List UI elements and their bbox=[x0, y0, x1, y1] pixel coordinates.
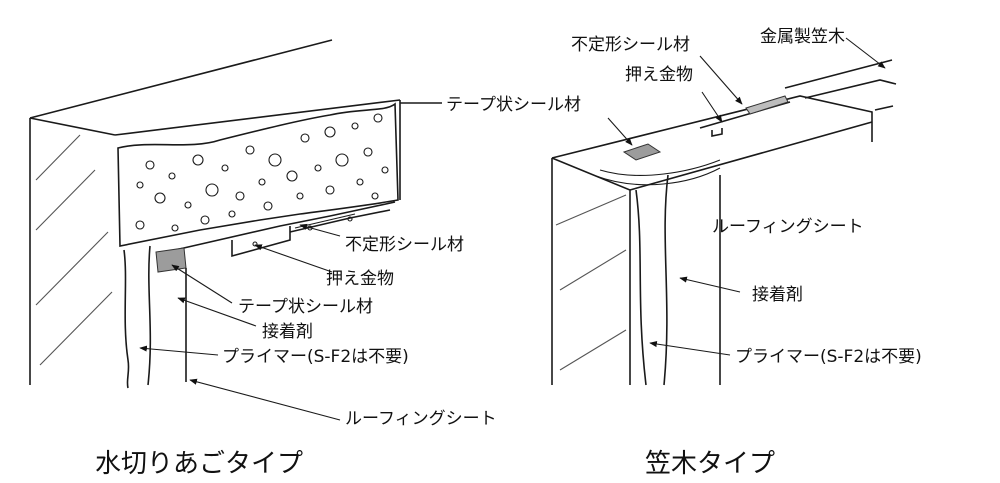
right-label-metal-coping: 金属製笠木 bbox=[760, 27, 845, 47]
right-figure-drawing bbox=[551, 59, 897, 386]
left-label-retainer: 押え金物 bbox=[326, 269, 394, 289]
left-label-primer: プライマー(S-F2は不要) bbox=[222, 347, 409, 367]
left-label-adhesive: 接着剤 bbox=[262, 322, 313, 342]
right-caption: 笠木タイプ bbox=[645, 449, 775, 479]
left-leader-lines bbox=[139, 102, 442, 421]
right-label-adhesive: 接着剤 bbox=[752, 285, 803, 305]
right-leader-lines bbox=[607, 37, 886, 356]
left-caption: 水切りあごタイプ bbox=[95, 449, 303, 479]
left-label-roofing-sheet: ルーフィングシート bbox=[345, 409, 497, 429]
left-label-sealant-tape-top: テープ状シール材 bbox=[446, 95, 581, 115]
left-figure-drawing bbox=[29, 39, 401, 389]
right-label-sealant-amorphous: 不定形シール材 bbox=[571, 35, 690, 55]
left-label-sealant-tape: テープ状シール材 bbox=[238, 297, 373, 317]
right-label-retainer: 押え金物 bbox=[625, 65, 693, 85]
right-label-primer: プライマー(S-F2は不要) bbox=[735, 347, 922, 367]
right-label-roofing-sheet: ルーフィングシート bbox=[712, 217, 864, 237]
left-label-sealant-amorphous: 不定形シール材 bbox=[345, 235, 464, 255]
